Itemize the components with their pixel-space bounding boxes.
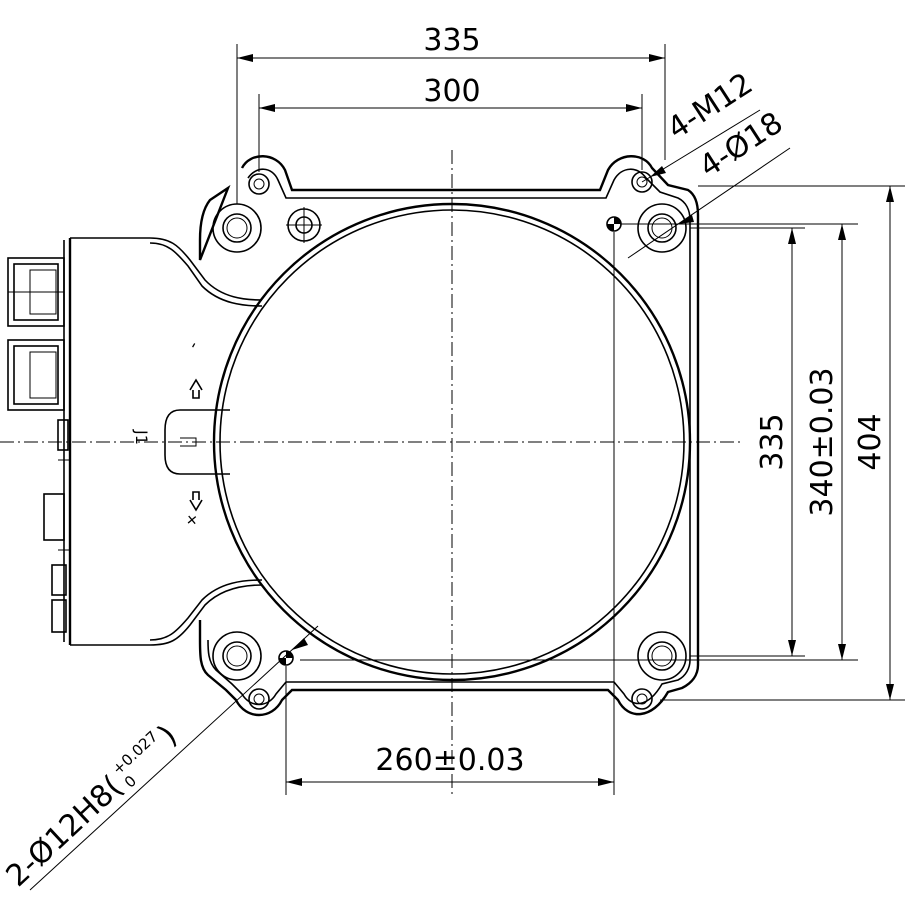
flange-outline	[198, 155, 700, 717]
plus-sign: +	[180, 508, 202, 531]
connector-notch	[164, 409, 230, 475]
dim-label-right-inner: 335	[755, 413, 790, 470]
dim-label-bottom: 260±0.03	[375, 743, 524, 778]
connector-bottom	[7, 339, 65, 411]
connector-top	[7, 257, 65, 327]
hole-top-left-small	[248, 173, 270, 195]
hole-top-right-large	[637, 203, 687, 253]
callout-pin-upper: +0.027	[109, 727, 162, 778]
datum-bottom-left	[278, 650, 294, 666]
hole-top-left-pin	[286, 207, 322, 243]
dim-right-outer	[660, 185, 905, 701]
dim-top-inner	[258, 94, 643, 172]
arrow-down-icon	[189, 491, 203, 512]
flange-inner-outline	[207, 168, 691, 706]
datum-top-right	[606, 216, 622, 232]
leader-thread	[641, 109, 761, 183]
hole-top-left-large	[212, 203, 262, 253]
dim-label-right-mid: 340±0.03	[805, 367, 840, 516]
housing-upper	[70, 237, 263, 301]
hole-bottom-left-large	[212, 631, 262, 681]
housing-lower	[70, 584, 263, 646]
housing-upper-2	[149, 242, 263, 307]
dim-right-inner	[690, 227, 805, 657]
side-ports	[43, 419, 70, 633]
callout-pin: 2-Ø12H8( +0.027 0 )	[0, 718, 184, 894]
minus-sign: -	[183, 337, 202, 352]
dim-top-outer	[236, 44, 666, 204]
housing-lower-2	[149, 579, 263, 641]
hole-bottom-right-large	[637, 631, 687, 681]
central-bore	[212, 202, 692, 682]
leader-pin	[29, 625, 319, 891]
callout-pin-main: 2-Ø12H8(	[0, 769, 130, 894]
dim-label-right-outer: 404	[853, 413, 888, 470]
callout-pin-lower: 0	[121, 772, 140, 792]
dim-label-top-outer: 335	[423, 23, 480, 58]
arrow-up-icon	[189, 378, 203, 399]
leader-hole	[627, 147, 791, 259]
hole-bottom-left-small	[248, 688, 270, 710]
hole-top-right-small	[631, 171, 653, 193]
connector-label: J1	[132, 429, 151, 445]
dim-bottom	[285, 232, 615, 795]
dim-label-top-inner: 300	[423, 74, 480, 109]
callout-pin-close: )	[152, 718, 184, 752]
dim-right-mid	[300, 223, 858, 661]
central-bore-inner	[219, 209, 685, 675]
hole-bottom-right-small	[631, 688, 653, 710]
